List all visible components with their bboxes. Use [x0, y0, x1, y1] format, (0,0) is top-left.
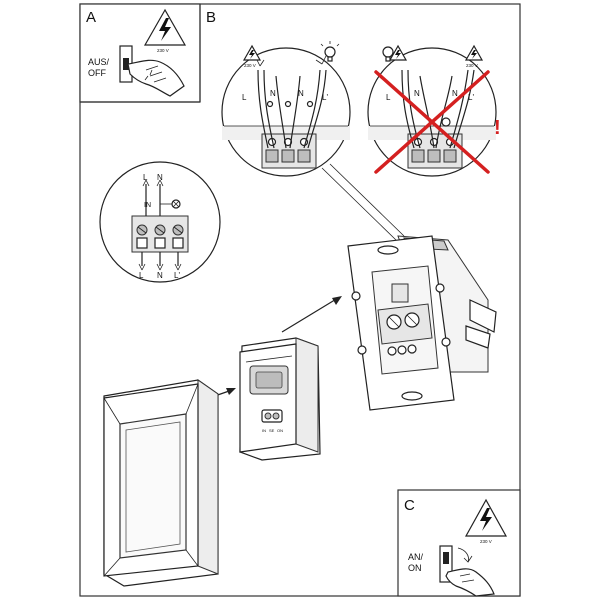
warning-triangle-icon: [464, 498, 508, 537]
warning-triangle-icon: [143, 8, 187, 46]
schematic-bottom-label-l-prime: L': [174, 271, 180, 280]
correct-wiring-circle: [221, 47, 351, 177]
cover-label-on: ON: [277, 428, 283, 433]
schematic-top-label-l: L: [143, 173, 148, 182]
socket-insert: [347, 235, 497, 411]
wrong-wiring-circle: [367, 47, 497, 177]
panel-c-letter: C: [404, 497, 415, 514]
panel-b-letter: B: [206, 9, 216, 26]
panel-c-label-on: ON: [408, 563, 422, 573]
terminal-label-n: N: [270, 89, 276, 98]
panel-b-voltage-left: 230 V: [244, 63, 256, 68]
schematic-top-label-n: N: [157, 173, 163, 182]
schematic-in-label: IN: [144, 202, 151, 209]
arrow-icon: [281, 296, 342, 333]
panel-c-label-an: AN/: [408, 552, 424, 562]
callout-line: [321, 167, 397, 241]
panel-a-letter: A: [86, 9, 96, 26]
wrong-cross-icon: [374, 70, 490, 174]
panel-a-voltage: 230 V: [157, 48, 169, 53]
terminal-label-n2: N: [452, 89, 458, 98]
panel-a-label-off: OFF: [88, 68, 106, 78]
wrong-exclamation-mark: !: [494, 117, 501, 139]
breaker-switch-on-icon: [439, 545, 495, 597]
terminal-label-l-prime: L': [322, 93, 328, 102]
panel-a-label-aus: AUS/: [88, 57, 110, 67]
terminal-label-l-prime: L': [468, 93, 474, 102]
breaker-switch-off-icon: [119, 45, 185, 97]
light-bulb-icon: [320, 41, 340, 62]
panel-c-voltage: 230 V: [480, 539, 492, 544]
panel-b-voltage-right: 230 V: [466, 63, 478, 68]
cover-label-in: IN: [262, 428, 266, 433]
light-bulb-icon: [382, 46, 394, 62]
warning-triangle-small-icon: [242, 44, 262, 61]
page-frame: [79, 3, 521, 597]
callout-line: [329, 163, 405, 237]
terminal-label-l: L: [386, 93, 391, 102]
panel-a: A 230 V AUS/ OFF: [79, 3, 201, 103]
sensor-cover: IN SE ON: [239, 337, 321, 461]
cover-label-se: SE: [269, 428, 275, 433]
correct-wiring-detail: 230 V L N N L': [221, 41, 351, 177]
warning-triangle-small-icon: [464, 44, 484, 61]
schematic-bottom-label-n: N: [157, 271, 163, 280]
wrong-wiring-detail: 230 V L N N L' !: [367, 44, 501, 177]
socket-terminal-block: [377, 303, 433, 345]
terminal-label-n: N: [414, 89, 420, 98]
warning-triangle-small-icon: [388, 44, 408, 61]
terminal-label-l: L: [242, 93, 247, 102]
terminal-label-n2: N: [298, 89, 304, 98]
cover-frame: [103, 379, 219, 587]
panel-c: C 230 V AN/ ON: [397, 489, 521, 597]
schematic-bottom-label-l: L: [139, 271, 144, 280]
wiring-schematic-detail: L N IN L N L': [99, 161, 221, 283]
